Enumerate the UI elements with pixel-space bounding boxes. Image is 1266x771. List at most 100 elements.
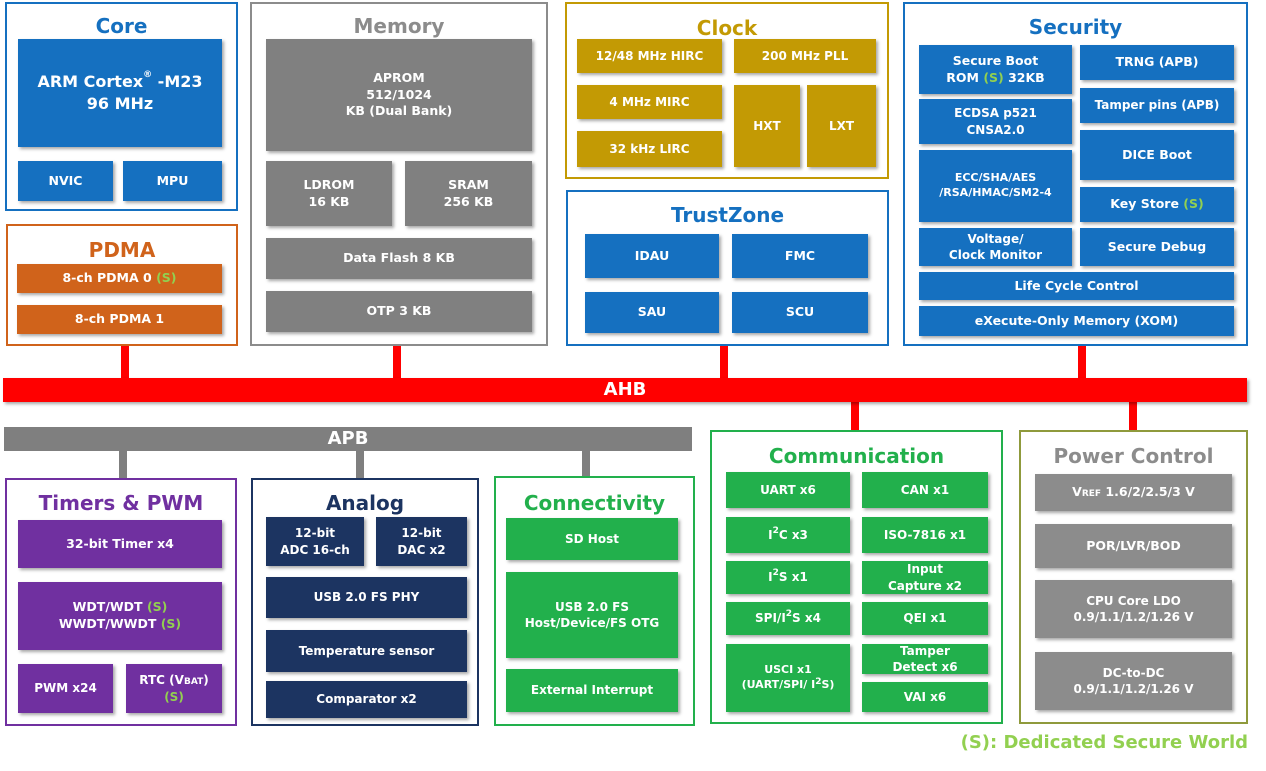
can-block[interactable]: CAN x1 [862,472,988,508]
secure-debug-block[interactable]: Secure Debug [1080,228,1234,266]
usci-b1: (UART/SPI/ I [741,678,816,691]
rtc-label-sub: BAT [183,677,204,688]
fmc-block[interactable]: FMC [732,234,868,278]
i2c-sup: 2 [772,525,779,536]
pdma1-block[interactable]: 8-ch PDMA 1 [17,305,222,334]
dataflash-block[interactable]: Data Flash 8 KB [266,238,532,279]
timer32-block[interactable]: 32-bit Timer x4 [18,520,222,568]
pwm-block[interactable]: PWM x24 [18,664,113,713]
input-capture-block[interactable]: Input Capture x2 [862,561,988,594]
nvic-block[interactable]: NVIC [18,161,113,201]
secure-boot-tag: (S) [983,69,1004,85]
i2s-b: S x1 [778,570,808,585]
vai-block[interactable]: VAI x6 [862,682,988,712]
memory-ahb-connector [393,345,401,381]
uart-block[interactable]: UART x6 [726,472,850,508]
i2s-block[interactable]: I2S x1 [726,561,850,594]
por-block[interactable]: POR/LVR/BOD [1035,524,1232,568]
wwdt-label: WWDT/WWDT [58,616,161,631]
scu-block[interactable]: SCU [732,292,868,333]
communication-panel: Communication UART x6 CAN x1 I2C x3 ISO-… [710,430,1003,724]
spi-b: S x4 [792,611,821,626]
vref-block[interactable]: VREF 1.6/2/2.5/3 V [1035,474,1232,511]
memory-panel: Memory APROM 512/1024 KB (Dual Bank) LDR… [250,2,548,346]
wdt-tag: (S) [146,599,168,615]
lirc-block[interactable]: 32 kHz LIRC [577,131,722,167]
timers-panel: Timers & PWM 32-bit Timer x4 WDT/WDT (S)… [5,478,237,726]
rtc-tag: (S) [164,689,184,704]
keystore-block[interactable]: Key Store (S) [1080,187,1234,222]
vref-a: V [1072,484,1082,500]
communication-ahb-connector [851,398,859,432]
keystore-label: Key Store [1110,196,1184,212]
wdt-block[interactable]: WDT/WDT (S)WWDT/WWDT (S) [18,582,222,650]
pdma0-label: 8-ch PDMA 0 [62,270,152,286]
secure-boot-line1: Secure Boot [952,52,1039,68]
dc-dc-block[interactable]: DC-to-DC 0.9/1.1/1.2/1.26 V [1035,652,1232,710]
qei-block[interactable]: QEI x1 [862,602,988,635]
ecc-block[interactable]: ECC/SHA/AES /RSA/HMAC/SM2-4 [919,150,1072,222]
lxt-block[interactable]: LXT [807,85,876,167]
adc-block[interactable]: 12-bit ADC 16-ch [266,517,364,566]
core-title: Core [95,14,148,38]
tamper-detect-block[interactable]: Tamper Detect x6 [862,644,988,674]
wdt-label: WDT/WDT [72,599,147,615]
tamper-pins-block[interactable]: Tamper pins (APB) [1080,88,1234,123]
aprom-block[interactable]: APROM 512/1024 KB (Dual Bank) [266,39,532,151]
usb-otg-block[interactable]: USB 2.0 FS Host/Device/FS OTG [506,572,678,658]
idau-block[interactable]: IDAU [585,234,719,278]
iso7816-block[interactable]: ISO-7816 x1 [862,517,988,553]
lifecycle-block[interactable]: Life Cycle Control [919,272,1234,300]
keystore-tag: (S) [1183,196,1204,212]
connectivity-title: Connectivity [523,491,666,515]
usci-b2: S) [821,678,835,691]
dac-block[interactable]: 12-bit DAC x2 [376,517,467,566]
xom-block[interactable]: eXecute-Only Memory (XOM) [919,306,1234,336]
apb-label: APB [327,428,369,449]
sau-block[interactable]: SAU [585,292,719,333]
otp-block[interactable]: OTP 3 KB [266,291,532,332]
power-ahb-connector [1129,398,1137,432]
i2c-block[interactable]: I2C x3 [726,517,850,553]
pdma0-secure-tag: (S) [156,270,177,286]
cpu-name-b: -M23 [152,72,203,92]
usb-phy-block[interactable]: USB 2.0 FS PHY [266,577,467,618]
hirc-block[interactable]: 12/48 MHz HIRC [577,39,722,73]
usci-sup: 2 [815,677,822,687]
sd-host-block[interactable]: SD Host [506,518,678,560]
ahb-label: AHB [603,379,647,400]
mpu-block[interactable]: MPU [123,161,222,201]
security-ahb-connector [1078,345,1086,381]
spi-block[interactable]: SPI/I2S x4 [726,602,850,635]
usci-block[interactable]: USCI x1(UART/SPI/ I2S) [726,644,850,712]
ldrom-block[interactable]: LDROM 16 KB [266,161,392,226]
pdma0-block[interactable]: 8-ch PDMA 0 (S) [17,264,222,293]
clock-panel: Clock 12/48 MHz HIRC 200 MHz PLL 4 MHz M… [565,2,889,179]
hxt-block[interactable]: HXT [734,85,800,167]
clock-title: Clock [696,16,758,40]
rtc-label-a: RTC (V [139,673,184,688]
ecdsa-block[interactable]: ECDSA p521 CNSA2.0 [919,99,1072,144]
ahb-bus: AHB [3,378,1247,402]
dice-boot-block[interactable]: DICE Boot [1080,130,1234,180]
cpu-ldo-block[interactable]: CPU Core LDO 0.9/1.1/1.2/1.26 V [1035,580,1232,638]
mirc-block[interactable]: 4 MHz MIRC [577,85,722,119]
sram-block[interactable]: SRAM 256 KB [405,161,532,226]
analog-panel: Analog 12-bit ADC 16-ch 12-bit DAC x2 US… [251,478,479,726]
pll-block[interactable]: 200 MHz PLL [734,39,876,73]
analog-title: Analog [325,491,405,515]
secure-boot-size: 32KB [1003,69,1045,85]
comparator-block[interactable]: Comparator x2 [266,681,467,718]
temp-sensor-block[interactable]: Temperature sensor [266,630,467,672]
usci-a: USCI x1 [764,663,812,677]
secure-world-legend: (S): Dedicated Secure World [960,732,1248,753]
trng-block[interactable]: TRNG (APB) [1080,45,1234,80]
voltage-monitor-block[interactable]: Voltage/ Clock Monitor [919,228,1072,266]
i2c-a: I [768,527,773,542]
rtc-block[interactable]: RTC (VBAT)(S) [126,664,222,713]
external-interrupt-block[interactable]: External Interrupt [506,669,678,712]
